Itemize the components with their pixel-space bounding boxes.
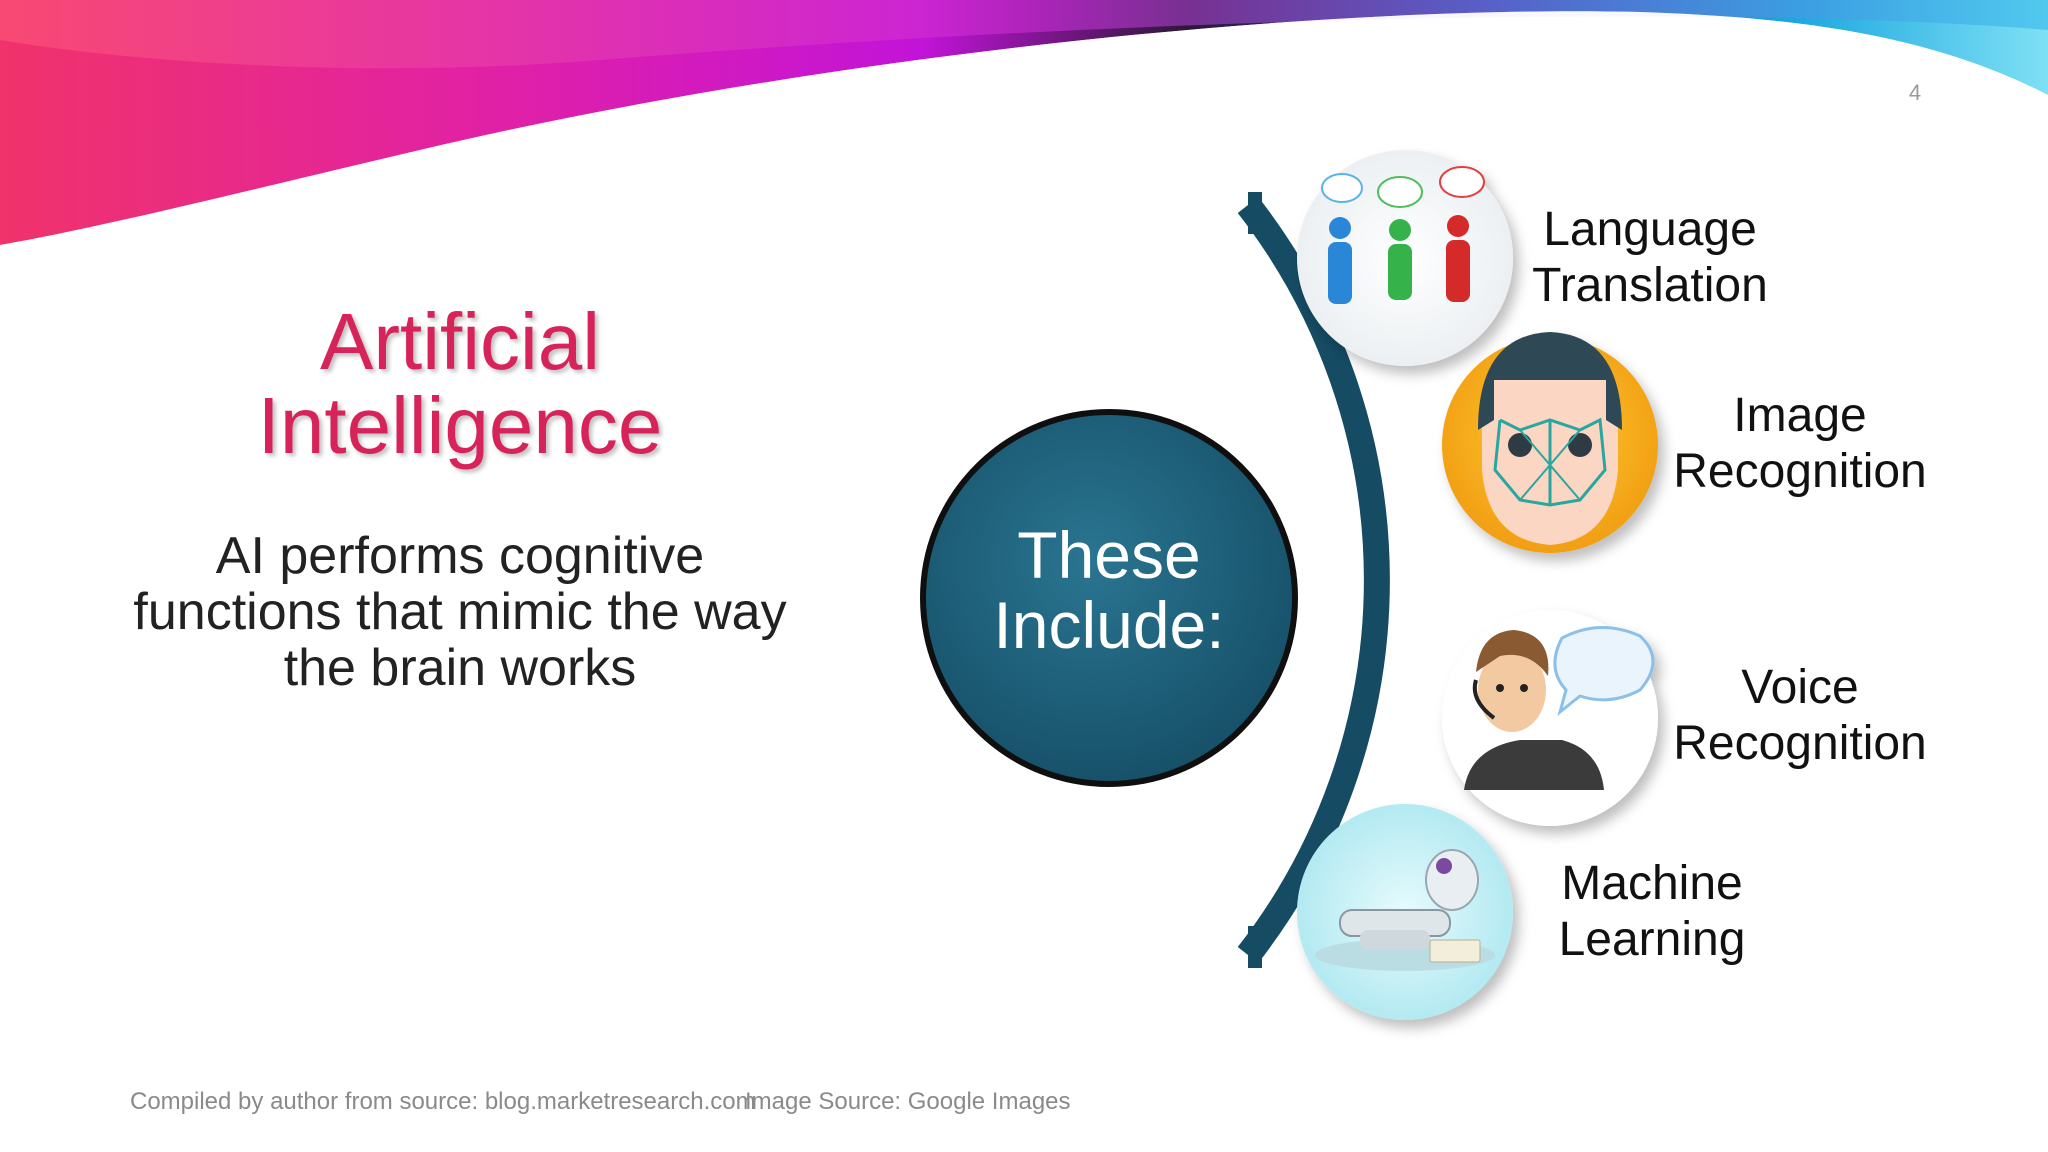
item-label-line-2: Recognition — [1673, 717, 1927, 770]
slide-title: Artificial Intelligence — [180, 300, 740, 468]
item-label-line-1: Language — [1543, 203, 1757, 256]
item-machine-learning: Machine Learning — [1530, 856, 1774, 968]
people-speech-icon — [1297, 150, 1513, 366]
item-label-line-1: Voice — [1741, 661, 1859, 714]
center-line-1: These — [1017, 518, 1201, 592]
center-circle-text: These Include: — [922, 520, 1296, 660]
title-line-2: Intelligence — [257, 381, 663, 470]
item-label-line-1: Image — [1733, 389, 1867, 442]
item-image-recognition: Image Recognition — [1662, 388, 1938, 500]
item-label-line-2: Translation — [1532, 259, 1768, 312]
slide-subtitle: AI performs cognitive functions that mim… — [133, 527, 787, 697]
item-language-translation: Language Translation — [1520, 202, 1780, 314]
item-label-line-2: Recognition — [1673, 445, 1927, 498]
robot-reading-icon — [1297, 804, 1513, 1020]
item-label-line-2: Learning — [1558, 913, 1746, 966]
center-line-2: Include: — [993, 588, 1225, 662]
title-line-1: Artificial — [319, 297, 601, 386]
page-number: 4 — [1908, 80, 1922, 105]
item-label-line-1: Machine — [1561, 857, 1743, 910]
item-voice-recognition: Voice Recognition — [1662, 660, 1938, 772]
center-circle — [920, 409, 1298, 787]
headset-avatar-icon — [1442, 610, 1658, 826]
footer-image-source: Image Source: Google Images — [745, 1088, 1071, 1115]
face-scan-icon — [1442, 332, 1658, 553]
footer-compiled-source: Compiled by author from source: blog.mar… — [130, 1088, 756, 1115]
